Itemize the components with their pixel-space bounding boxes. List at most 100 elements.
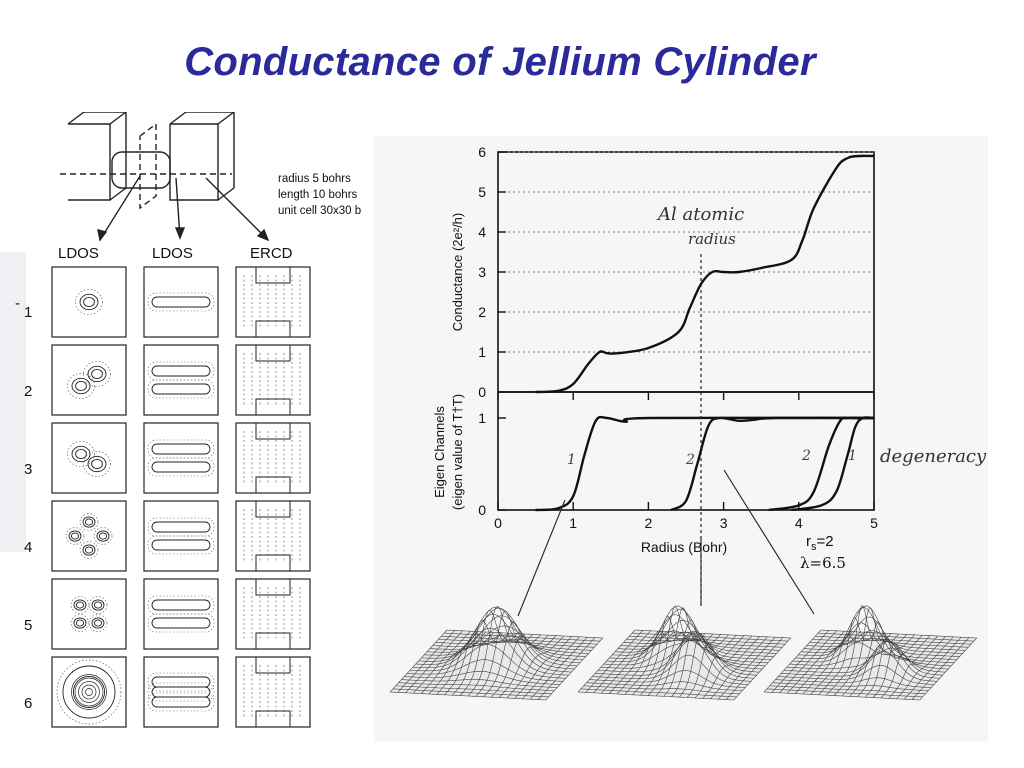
wavefunction-plot-3 xyxy=(763,605,978,701)
cell-frame xyxy=(143,266,219,338)
x-tick-label: 4 xyxy=(795,515,803,531)
conductance-series-line xyxy=(535,154,875,394)
cell-frame xyxy=(51,656,127,728)
contour xyxy=(71,445,91,463)
mesh-line xyxy=(446,629,603,639)
lead-block xyxy=(255,500,291,518)
mesh-base xyxy=(764,630,977,700)
grid-cell xyxy=(143,656,219,728)
contour xyxy=(82,544,96,556)
mesh-line xyxy=(606,630,763,670)
mesh-line xyxy=(545,637,604,701)
contour xyxy=(74,677,104,707)
grid-cell xyxy=(235,422,311,494)
lead-block xyxy=(255,398,291,416)
mesh-line xyxy=(432,639,589,654)
contour xyxy=(91,368,103,380)
rs-label: rs=2 xyxy=(806,533,834,553)
contour xyxy=(151,383,211,395)
lead-block xyxy=(255,554,291,572)
eigen-plot-frame xyxy=(497,391,875,511)
mesh-line xyxy=(663,634,721,697)
grid-cell xyxy=(235,344,311,416)
mesh-line xyxy=(626,639,783,648)
cell-frame xyxy=(235,344,311,416)
contour xyxy=(62,665,116,719)
mesh-line xyxy=(612,605,769,664)
contour xyxy=(91,599,105,611)
contour xyxy=(87,365,107,383)
mesh-line xyxy=(671,631,729,697)
left-figure: radius 5 bohrs length 10 bohrs unit cell… xyxy=(0,112,361,728)
mesh-line xyxy=(498,635,557,698)
contour xyxy=(75,619,85,627)
contour-dotted xyxy=(79,513,99,531)
grid-cell xyxy=(51,500,127,572)
contour xyxy=(85,688,93,696)
contour xyxy=(151,461,211,473)
mesh-line xyxy=(903,636,962,700)
contour xyxy=(151,599,211,611)
cell-frame xyxy=(143,656,219,728)
contour xyxy=(83,296,95,308)
param-length: length 10 bohrs xyxy=(278,189,358,201)
mesh-line xyxy=(514,636,572,699)
contour xyxy=(84,546,94,554)
annotation-al-atomic: Al atomic xyxy=(656,204,744,225)
cell-frame xyxy=(235,266,311,338)
mesh-line xyxy=(686,635,745,698)
cell-frame xyxy=(235,578,311,650)
grid-cell xyxy=(235,578,311,650)
lead-block xyxy=(255,710,291,728)
contour xyxy=(91,617,105,629)
cell-frame xyxy=(51,344,127,416)
contour xyxy=(91,458,103,470)
conductance-y-axis-title: Conductance (2e²/h) xyxy=(450,213,465,332)
mesh-line xyxy=(725,637,784,700)
lead-block xyxy=(255,320,291,338)
mesh-line xyxy=(812,639,969,648)
contour-dotted xyxy=(147,292,215,312)
y-tick-label: 1 xyxy=(478,344,486,360)
mesh-line xyxy=(820,629,977,639)
x-tick-label: 3 xyxy=(720,515,728,531)
channel-mark-2: 2 xyxy=(685,452,695,468)
channel-mark-3: 2 xyxy=(801,448,811,464)
plot-curves xyxy=(535,154,875,512)
contour xyxy=(96,530,110,542)
mesh-line xyxy=(620,631,777,654)
mesh-line xyxy=(806,630,963,654)
mesh-line xyxy=(733,637,792,701)
col-label-ldos-2: LDOS xyxy=(152,245,193,262)
mesh-line xyxy=(818,632,974,642)
mesh-line xyxy=(629,635,786,645)
mesh-line xyxy=(849,634,907,697)
contour-dotted xyxy=(70,614,90,632)
contour xyxy=(75,448,87,460)
mesh-line xyxy=(615,608,771,660)
mesh-line xyxy=(609,614,766,667)
lead-block xyxy=(255,344,291,362)
mesh-line xyxy=(506,635,565,699)
contour xyxy=(79,293,99,311)
mesh-line xyxy=(537,637,596,700)
grid-cell xyxy=(51,422,127,494)
mesh-line xyxy=(634,629,791,639)
mesh-line xyxy=(857,634,915,697)
contour-dotted xyxy=(65,527,85,545)
contour xyxy=(78,681,100,703)
mesh-line xyxy=(798,606,955,664)
mesh-line xyxy=(424,615,581,664)
col-label-ldos-1: LDOS xyxy=(58,245,99,262)
y-tick-label: 5 xyxy=(478,184,486,200)
eigen-channel-series-line xyxy=(791,416,875,512)
lead-block xyxy=(255,422,291,440)
param-radius: radius 5 bohrs xyxy=(278,173,351,185)
grid-cell xyxy=(235,500,311,572)
lead-block xyxy=(255,476,291,494)
row-labels: - 1 2 3 4 5 6 xyxy=(15,295,32,712)
cell-frame xyxy=(235,422,311,494)
contour-dotted xyxy=(83,361,111,387)
